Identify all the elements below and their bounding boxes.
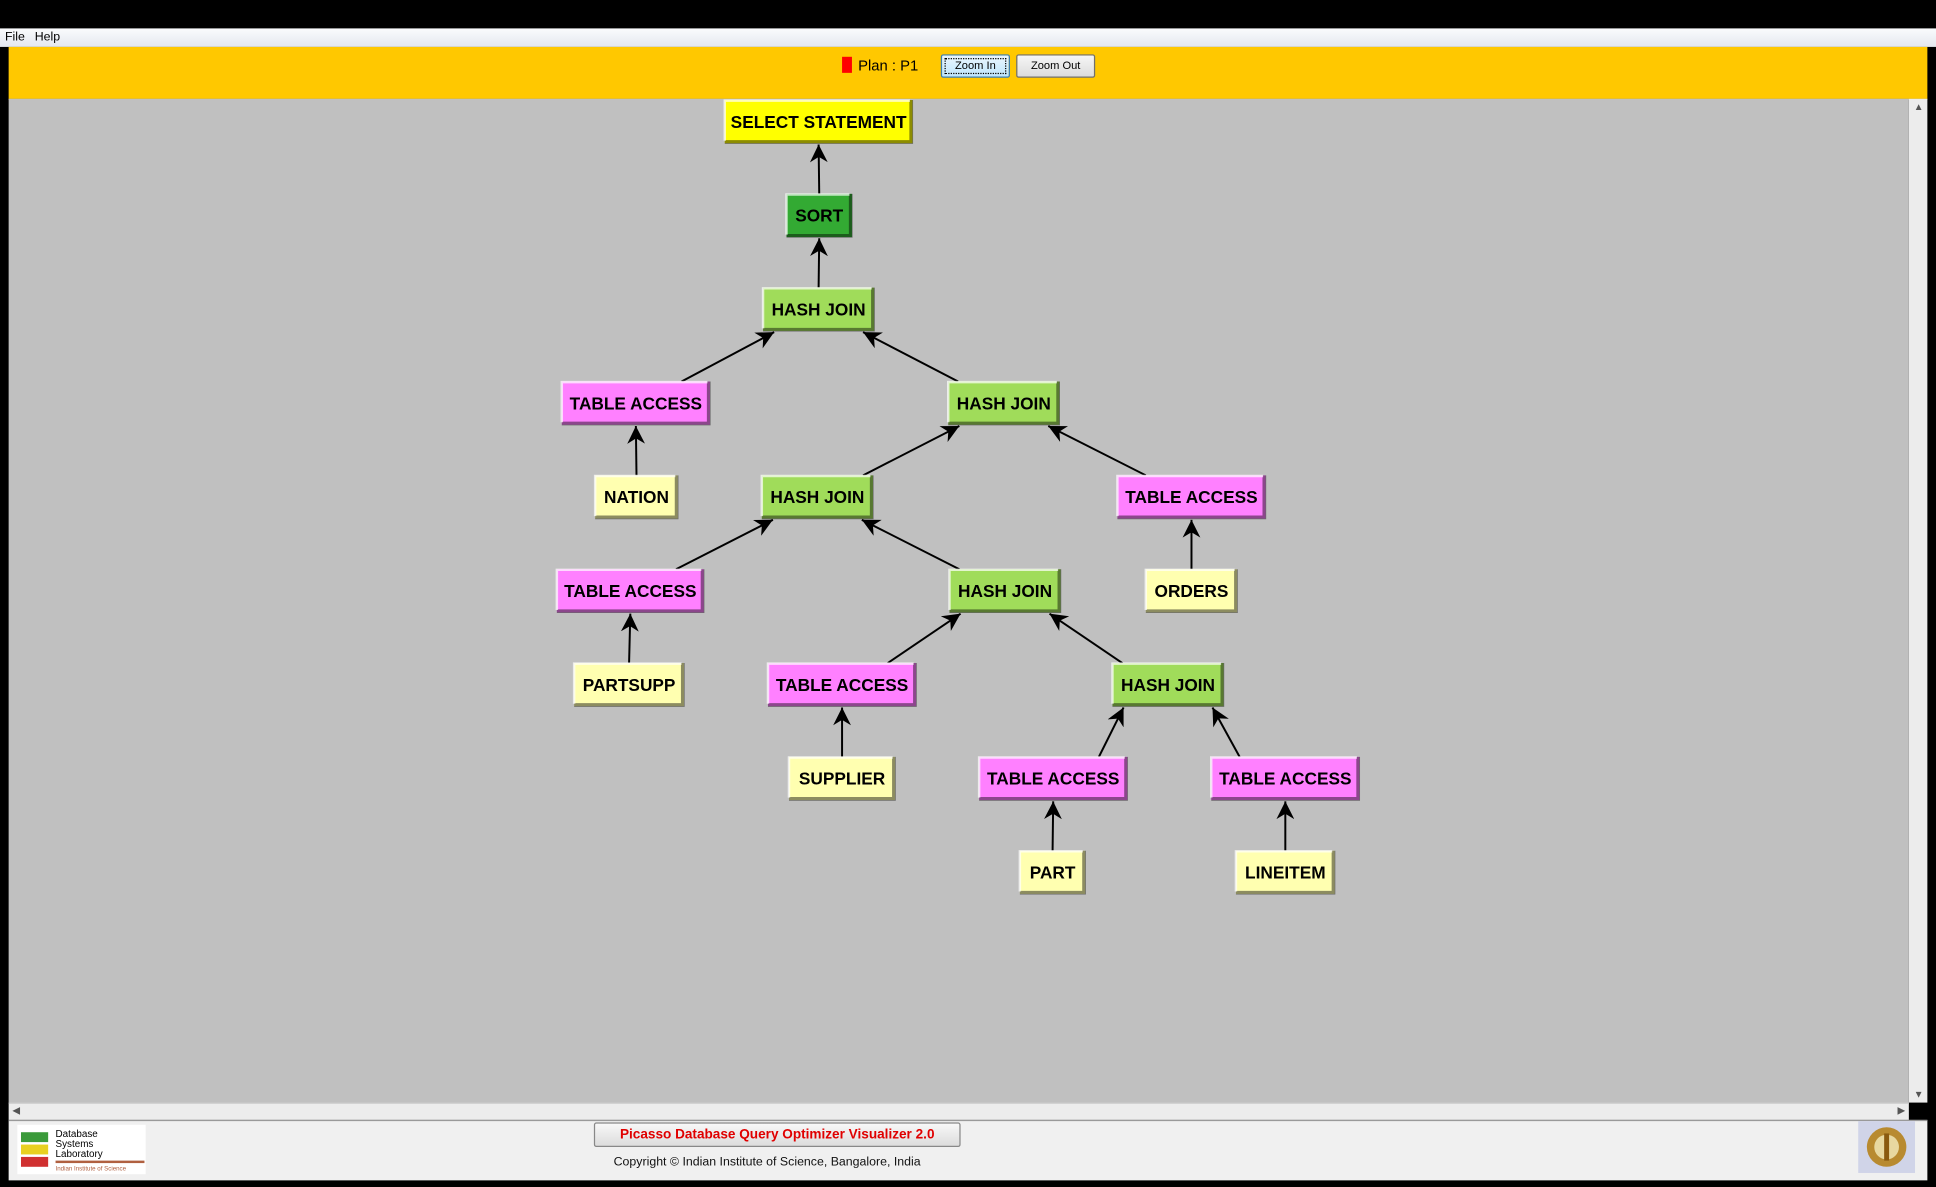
plan-color-swatch <box>842 56 852 73</box>
plan-node-access[interactable]: TABLE ACCESS <box>1210 756 1361 801</box>
plan-edge-arrow <box>627 425 645 476</box>
plan-node-sort[interactable]: SORT <box>785 193 853 238</box>
plan-node-join[interactable]: HASH JOIN <box>948 568 1062 614</box>
copyright-text: Copyright © Indian Institute of Science,… <box>613 1155 921 1170</box>
node-label: TABLE ACCESS <box>564 581 696 601</box>
node-box <box>556 569 704 613</box>
zoom-out-button[interactable]: Zoom Out <box>1016 54 1096 78</box>
plan-tree-canvas: SELECT STATEMENT SORT HASH JOIN TABLE ACCES… <box>8 98 1909 1103</box>
plan-edge-arrow <box>1097 707 1125 758</box>
node-box <box>1211 756 1360 801</box>
dsl-logo: Database Systems Laboratory Indian Insti… <box>17 1124 146 1175</box>
node-box <box>1112 663 1224 707</box>
plan-node-access[interactable]: TABLE ACCESS <box>977 756 1128 801</box>
scroll-right-icon[interactable]: ▶ <box>1897 1105 1906 1117</box>
plan-edge-arrow <box>809 144 828 194</box>
plan-label: Plan : P1 <box>858 56 919 75</box>
node-box <box>949 569 1061 613</box>
node-label: HASH JOIN <box>958 581 1052 601</box>
node-box <box>724 100 913 144</box>
node-box <box>761 475 873 519</box>
node-label: HASH JOIN <box>772 299 866 319</box>
node-box <box>574 663 685 707</box>
node-label: TABLE ACCESS <box>570 393 702 413</box>
node-label: SUPPLIER <box>799 769 886 789</box>
plan-node-table[interactable]: ORDERS <box>1144 568 1238 614</box>
plan-node-access[interactable]: TABLE ACCESS <box>555 568 705 614</box>
plan-edge-arrow <box>1211 707 1241 758</box>
plan-node-table[interactable]: PARTSUPP <box>572 662 685 707</box>
scroll-up-icon[interactable]: ▲ <box>1913 101 1924 113</box>
footer: Database Systems Laboratory Indian Insti… <box>8 1119 1928 1181</box>
svg-text:Laboratory: Laboratory <box>56 1149 103 1160</box>
node-box <box>979 756 1128 801</box>
plan-edge-arrow <box>1044 801 1062 851</box>
plan-edge-arrow <box>620 613 639 664</box>
zoom-in-button[interactable]: Zoom In <box>940 54 1010 78</box>
plan-node-access[interactable]: TABLE ACCESS <box>766 662 917 707</box>
vertical-scrollbar[interactable]: ▲ ▼ <box>1908 98 1928 1103</box>
plan-edge-arrow <box>1048 612 1123 664</box>
node-label: ORDERS <box>1155 581 1229 601</box>
plan-node-select[interactable]: SELECT STATEMENT <box>723 99 914 144</box>
plan-node-join[interactable]: HASH JOIN <box>761 287 875 332</box>
menu-help[interactable]: Help <box>34 30 61 45</box>
plan-tree: SELECT STATEMENT SORT HASH JOIN TABLE ACCES… <box>555 99 1361 895</box>
plan-edge-arrow <box>862 331 959 383</box>
node-label: HASH JOIN <box>1121 675 1215 695</box>
node-label: LINEITEM <box>1245 862 1326 882</box>
node-box <box>1019 850 1086 894</box>
node-label: HASH JOIN <box>957 393 1051 413</box>
node-box <box>763 287 875 331</box>
plan-node-access[interactable]: TABLE ACCESS <box>1116 474 1267 520</box>
app-title-button[interactable]: Picasso Database Query Optimizer Visuali… <box>593 1122 961 1148</box>
node-label: PART <box>1030 862 1076 882</box>
svg-text:Indian Institute of Science: Indian Institute of Science <box>56 1165 127 1172</box>
node-box <box>1145 569 1238 613</box>
plan-node-access[interactable]: TABLE ACCESS <box>560 380 711 426</box>
node-label: PARTSUPP <box>583 675 676 695</box>
plan-edge-arrow <box>862 425 960 477</box>
node-label: TABLE ACCESS <box>987 769 1119 789</box>
menu-file[interactable]: File <box>4 30 25 45</box>
node-box <box>595 475 678 519</box>
plan-node-table[interactable]: PART <box>1018 850 1086 895</box>
plan-node-table[interactable]: LINEITEM <box>1234 850 1336 895</box>
node-label: NATION <box>604 487 669 507</box>
menu-bar: File Help <box>0 28 1936 47</box>
scroll-left-icon[interactable]: ◀ <box>12 1105 20 1117</box>
node-box <box>788 756 896 801</box>
svg-text:Systems: Systems <box>56 1139 94 1150</box>
svg-text:Database: Database <box>56 1129 99 1140</box>
toolbar: Plan : P1 Zoom In Zoom Out <box>8 46 1928 101</box>
node-label: HASH JOIN <box>770 487 864 507</box>
scroll-down-icon[interactable]: ▼ <box>1913 1089 1924 1101</box>
node-box <box>767 663 917 707</box>
plan-edge-arrow <box>1047 425 1147 477</box>
plan-edge-arrow <box>681 331 775 383</box>
node-box <box>1235 850 1335 894</box>
node-box <box>786 193 852 238</box>
plan-node-table[interactable]: NATION <box>593 474 679 520</box>
plan-edge-arrow <box>675 518 774 571</box>
node-box <box>1117 475 1266 519</box>
node-label: SORT <box>795 206 843 226</box>
plan-edge-arrow <box>887 612 962 664</box>
node-box <box>948 381 1060 425</box>
node-label: TABLE ACCESS <box>1219 769 1351 789</box>
plan-node-join[interactable]: HASH JOIN <box>1111 662 1225 707</box>
plan-edge-arrow <box>810 238 828 288</box>
plan-edge-arrow <box>861 518 960 571</box>
node-label: SELECT STATEMENT <box>731 112 907 132</box>
plan-node-table[interactable]: SUPPLIER <box>787 756 896 801</box>
horizontal-scrollbar[interactable]: ◀ ▶ <box>8 1102 1909 1120</box>
plan-node-join[interactable]: HASH JOIN <box>760 474 874 520</box>
node-box <box>561 381 710 425</box>
plan-node-join[interactable]: HASH JOIN <box>947 380 1060 426</box>
node-label: TABLE ACCESS <box>1125 487 1257 507</box>
node-label: TABLE ACCESS <box>776 675 908 695</box>
iisc-emblem <box>1858 1121 1916 1173</box>
